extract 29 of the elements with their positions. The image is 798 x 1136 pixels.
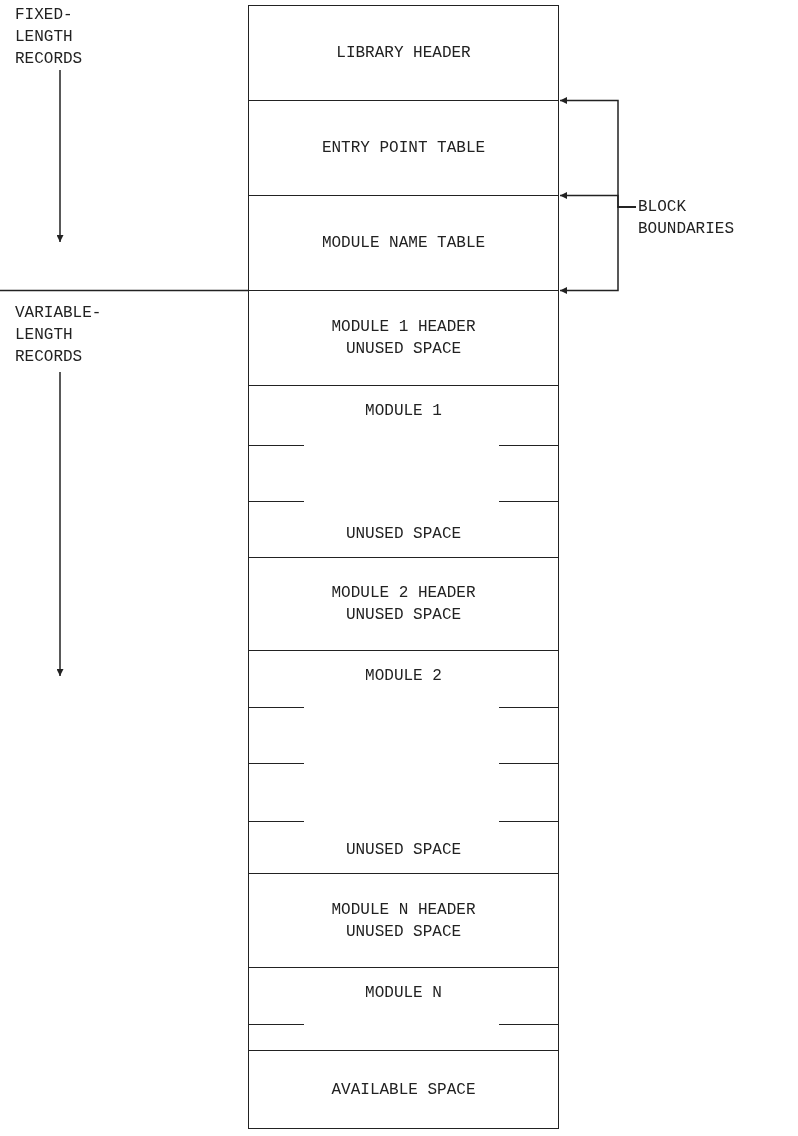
memory-block — [248, 1050, 559, 1129]
block-label: LIBRARY HEADER — [336, 43, 471, 64]
memory-block — [248, 873, 559, 968]
memory-block — [248, 195, 559, 291]
memory-block — [248, 967, 559, 1051]
memory-block — [248, 100, 559, 196]
block-label: UNUSED SPACE — [344, 524, 463, 545]
annotation-text: BLOCK BOUNDARIES — [638, 196, 768, 240]
block-label: MODULE 1 HEADER — [331, 317, 476, 338]
leader-arrow — [559, 206, 637, 294]
block-label: MODULE N — [364, 983, 443, 1004]
block-label: ENTRY POINT TABLE — [321, 138, 486, 159]
memory-block — [248, 557, 559, 651]
section-label: VARIABLE-LENGTH RECORDS — [15, 303, 103, 368]
memory-block — [248, 290, 559, 386]
memory-block — [248, 5, 559, 101]
block-label: MODULE NAME TABLE — [321, 233, 486, 254]
block-label: AVAILABLE SPACE — [331, 1079, 476, 1101]
block-label: UNUSED SPACE — [344, 840, 463, 861]
block-label: MODULE 2 — [364, 666, 443, 687]
block-label: MODULE 2 HEADER — [331, 583, 476, 604]
block-label: MODULE 1 — [364, 401, 443, 422]
memory-block — [248, 650, 559, 874]
section-label: FIXED-LENGTH RECORDS — [15, 5, 84, 70]
block-label: UNUSED SPACE — [345, 605, 462, 626]
memory-block — [248, 385, 559, 558]
block-label: UNUSED SPACE — [345, 339, 462, 360]
block-label: UNUSED SPACE — [345, 921, 462, 943]
block-label: MODULE N HEADER — [331, 899, 476, 921]
